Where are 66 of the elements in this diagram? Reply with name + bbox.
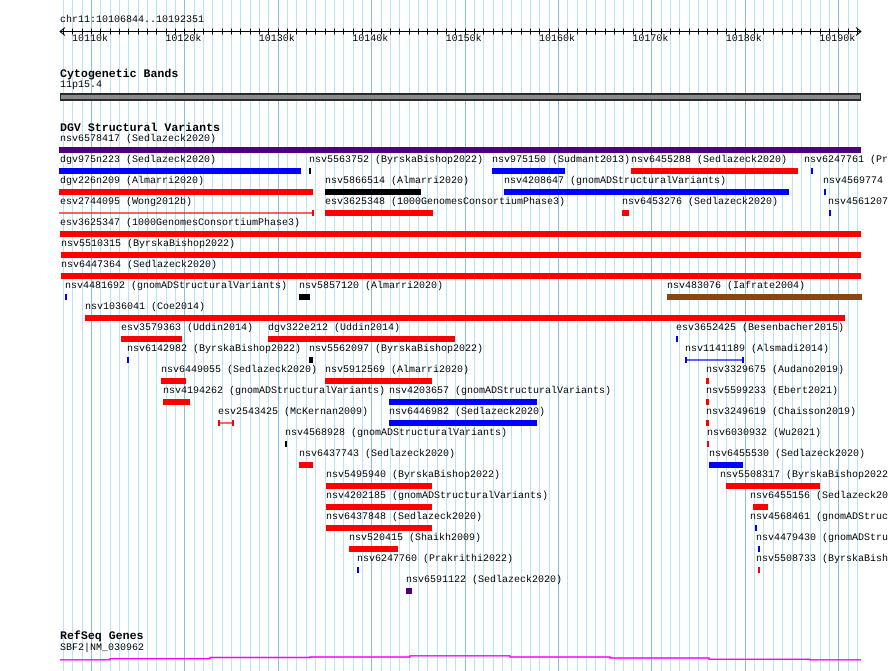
variant-label: nsv5510315 (ByrskaBishop2022) bbox=[61, 239, 236, 251]
variant-label: esv3625347 (1000GenomesConsortiumPhase3) bbox=[60, 218, 300, 230]
variant-label: nsv4568928 (gnomADStructuralVariants) bbox=[285, 428, 508, 440]
band-label: 11p15.4 bbox=[60, 80, 102, 92]
variant-label: nsv6455156 (Sedlazeck20 bbox=[750, 491, 888, 503]
tick-label: 10120k bbox=[165, 34, 202, 46]
variant-label: nsv6446982 (Sedlazeck2020) bbox=[389, 407, 546, 419]
tick-label: 10190k bbox=[819, 34, 856, 46]
tick-label: 10170k bbox=[632, 34, 668, 46]
track-title: DGV Structural Variants bbox=[60, 122, 220, 134]
variant-label: esv3579363 (Uddin2014) bbox=[121, 323, 254, 335]
variant-label: nsv5495940 (ByrskaBishop2022) bbox=[326, 470, 500, 482]
variant-label: nsv5912569 (Almarri2020) bbox=[325, 365, 470, 377]
variant-label: nsv6247761 (Pr bbox=[804, 155, 888, 167]
tick-label: 10110k bbox=[72, 34, 108, 46]
variant-label: dgv975n223 (Sedlazeck2020) bbox=[60, 155, 216, 167]
variant-label: nsv6247760 (Prakrithi2022) bbox=[357, 554, 514, 566]
variant-label: esv2744095 (Wong2012b) bbox=[60, 197, 192, 209]
variant-label: nsv1141189 (Alsmadi2014) bbox=[685, 344, 830, 356]
variant-label: nsv6447364 (Sedlazeck2020) bbox=[61, 260, 218, 272]
variant-label: nsv4194262 (gnomADStructuralVariants) bbox=[163, 386, 386, 398]
variant-label: nsv4569774 bbox=[823, 176, 884, 188]
tick-label: 10150k bbox=[446, 34, 482, 46]
variant-label: esv3652425 (Besenbacher2015) bbox=[676, 323, 844, 335]
variant-label: nsv6437743 (Sedlazeck2020) bbox=[299, 449, 456, 461]
variant-label: nsv4568461 (gnomADStruc bbox=[750, 512, 888, 524]
track-title: RefSeq Genes bbox=[60, 630, 144, 643]
location-label: chr11:10106844..10192351 bbox=[60, 15, 204, 27]
variant-label: esv2543425 (McKernan2009) bbox=[218, 407, 368, 419]
variant-label: nsv5508317 (ByrskaBishop2022 bbox=[720, 470, 888, 482]
tick-label: 10180k bbox=[726, 34, 762, 46]
variant-label: nsv5562097 (ByrskaBishop2022) bbox=[309, 344, 484, 356]
variant-label: nsv6453276 (Sedlazeck2020) bbox=[622, 197, 778, 209]
variant-label: nsv5857120 (Almarri2020) bbox=[299, 281, 444, 293]
variant-label: nsv4208647 (gnomADStructuralVariants) bbox=[504, 176, 726, 188]
variant-label: nsv6578417 (Sedlazeck2020) bbox=[60, 134, 216, 146]
variant-label: nsv4479430 (gnomADStru bbox=[756, 533, 888, 545]
variant-label: nsv4481692 (gnomADStructuralVariants) bbox=[65, 281, 288, 293]
variant-label: nsv5866514 (Almarri2020) bbox=[325, 176, 470, 188]
tick-label: 10140k bbox=[352, 34, 388, 46]
variant-label: nsv6142982 (ByrskaBishop2022) bbox=[127, 344, 302, 356]
variant-label: dgv226n209 (Almarri2020) bbox=[60, 176, 204, 188]
variant-label: nsv5599233 (Ebert2021) bbox=[706, 386, 838, 398]
variant-label: nsv5563752 (ByrskaBishop2022) bbox=[309, 155, 484, 167]
tick-label: 10160k bbox=[538, 34, 575, 46]
variant-label: esv3625348 (1000GenomesConsortiumPhase3) bbox=[325, 197, 566, 209]
variant-label: nsv483076 (Iafrate2004) bbox=[667, 281, 806, 293]
variant-label: nsv6591122 (Sedlazeck2020) bbox=[406, 575, 562, 587]
variant-label: nsv3329675 (Audano2019) bbox=[706, 365, 844, 377]
variant-label: nsv975150 (Sudmant2013) bbox=[492, 155, 630, 167]
track-title: Cytogenetic Bands bbox=[60, 68, 178, 80]
tick-label: 10130k bbox=[258, 34, 295, 46]
variant-label: nsv5508733 (ByrskaBish bbox=[756, 554, 888, 566]
variant-label: nsv6455288 (Sedlazeck2020) bbox=[631, 155, 788, 167]
gene-label: SBF2|NM_030962 bbox=[60, 642, 144, 654]
variant-label: nsv6455530 (Sedlazeck2020) bbox=[709, 449, 866, 461]
variant-label: nsv6437848 (Sedlazeck2020) bbox=[326, 512, 482, 524]
variant-label: nsv4203657 (gnomADStructuralVariants) bbox=[389, 386, 612, 398]
variant-label: nsv4561207 bbox=[828, 197, 888, 209]
variant-label: nsv520415 (Shaikh2009) bbox=[349, 533, 482, 545]
variant-label: nsv6030932 (Wu2021) bbox=[707, 428, 822, 440]
variant-label: nsv6449055 (Sedlazeck2020) bbox=[161, 365, 318, 377]
variant-label: nsv1036041 (Coe2014) bbox=[85, 302, 206, 314]
variant-label: nsv3249619 (Chaisson2019) bbox=[706, 407, 856, 419]
variant-label: nsv4202185 (gnomADStructuralVariants) bbox=[326, 491, 548, 503]
variant-label: dgv322e212 (Uddin2014) bbox=[268, 323, 400, 335]
